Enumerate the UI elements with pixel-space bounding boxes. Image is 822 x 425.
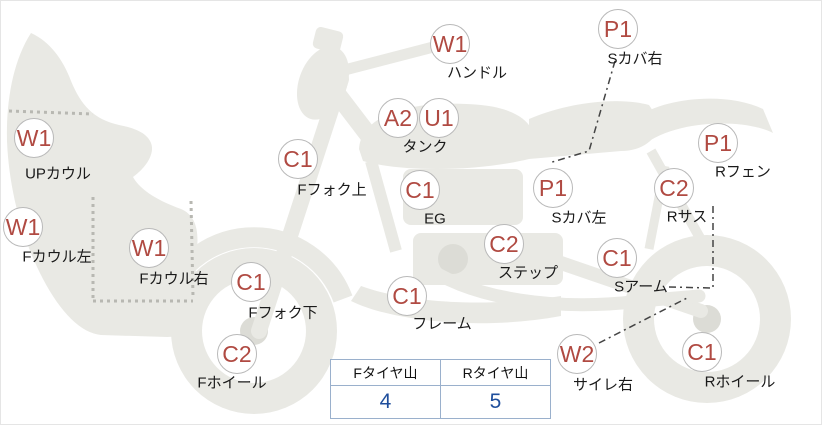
condition-code: C2: [489, 230, 519, 257]
condition-code-circle: W1: [430, 24, 470, 64]
part-label: UPカウル: [25, 165, 91, 183]
condition-code: C1: [687, 338, 717, 365]
condition-code-circle: C1: [278, 139, 318, 179]
part-label: Fカウル右: [139, 270, 209, 288]
condition-code: C1: [236, 268, 266, 295]
condition-code-circle: C1: [682, 332, 722, 372]
condition-code: W1: [5, 213, 41, 240]
pointer-line-s-arm: [668, 286, 712, 289]
part-label: Fフォク上: [297, 181, 367, 199]
condition-code: W1: [432, 30, 468, 57]
condition-code-circle: C1: [231, 262, 271, 302]
fairing-dotted-line: [8, 109, 94, 116]
headlight-shape: [296, 46, 350, 120]
mirror-shape: [312, 27, 344, 53]
front-tire-tread-header: Fタイヤ山: [330, 359, 441, 386]
condition-code-circle: C2: [217, 334, 257, 374]
condition-code: C1: [392, 282, 422, 309]
part-label: Rフェン: [715, 163, 771, 181]
front-tire-tread-value: 4: [330, 385, 441, 419]
condition-code: A2: [383, 104, 413, 131]
rear-fender-shape: [623, 98, 773, 143]
condition-code-circle: W2: [557, 334, 597, 374]
part-label: Sカバ左: [551, 209, 607, 227]
condition-code-circle: W1: [14, 118, 54, 158]
part-label: ハンドル: [446, 64, 508, 82]
condition-code-circle: U1: [419, 98, 459, 138]
part-label: EG: [424, 210, 446, 228]
condition-code: W2: [559, 340, 595, 367]
part-label: Sアーム: [614, 278, 668, 296]
condition-code-circle: P1: [698, 123, 738, 163]
part-label: Rサス: [666, 208, 708, 226]
condition-code: P1: [538, 174, 568, 201]
part-label: サイレ右: [572, 376, 634, 394]
rear-tire-tread-value: 5: [440, 385, 551, 419]
condition-code-circle: P1: [533, 168, 573, 208]
part-label: Rホイール: [704, 373, 776, 391]
muffler-shape: [414, 256, 706, 312]
condition-code: W1: [131, 234, 167, 261]
part-label: ステップ: [497, 264, 559, 282]
handlebar-shape: [327, 39, 447, 79]
part-label: タンク: [402, 138, 448, 156]
condition-code: P1: [603, 15, 633, 42]
part-label: Sカバ右: [607, 50, 663, 68]
condition-code-circle: P1: [598, 9, 638, 49]
condition-code-circle: C2: [654, 168, 694, 208]
front-fork-shape: [251, 71, 349, 339]
condition-code-circle: C2: [484, 224, 524, 264]
part-label: Fフォク下: [248, 304, 318, 322]
condition-code: U1: [424, 104, 454, 131]
part-label: フレーム: [412, 315, 472, 333]
condition-code-circle: W1: [129, 228, 169, 268]
part-label: Fホイール: [197, 374, 267, 392]
condition-code-circle: W1: [3, 207, 43, 247]
tire-tread-table: Fタイヤ山 Rタイヤ山 4 5: [330, 359, 551, 419]
pointer-line-s-cover-right: [548, 60, 616, 164]
condition-code: C1: [602, 244, 632, 271]
condition-code: C2: [659, 174, 689, 201]
part-label: Fカウル左: [22, 248, 92, 266]
condition-code: C1: [405, 176, 435, 203]
condition-code-circle: C1: [387, 276, 427, 316]
condition-code: C1: [283, 145, 313, 172]
rear-tire-tread-header: Rタイヤ山: [440, 359, 551, 386]
condition-code-circle: C1: [597, 238, 637, 278]
condition-code: C2: [222, 340, 252, 367]
condition-code-circle: A2: [378, 98, 418, 138]
condition-code-circle: C1: [400, 170, 440, 210]
condition-code: W1: [16, 124, 52, 151]
condition-code: P1: [703, 129, 733, 156]
